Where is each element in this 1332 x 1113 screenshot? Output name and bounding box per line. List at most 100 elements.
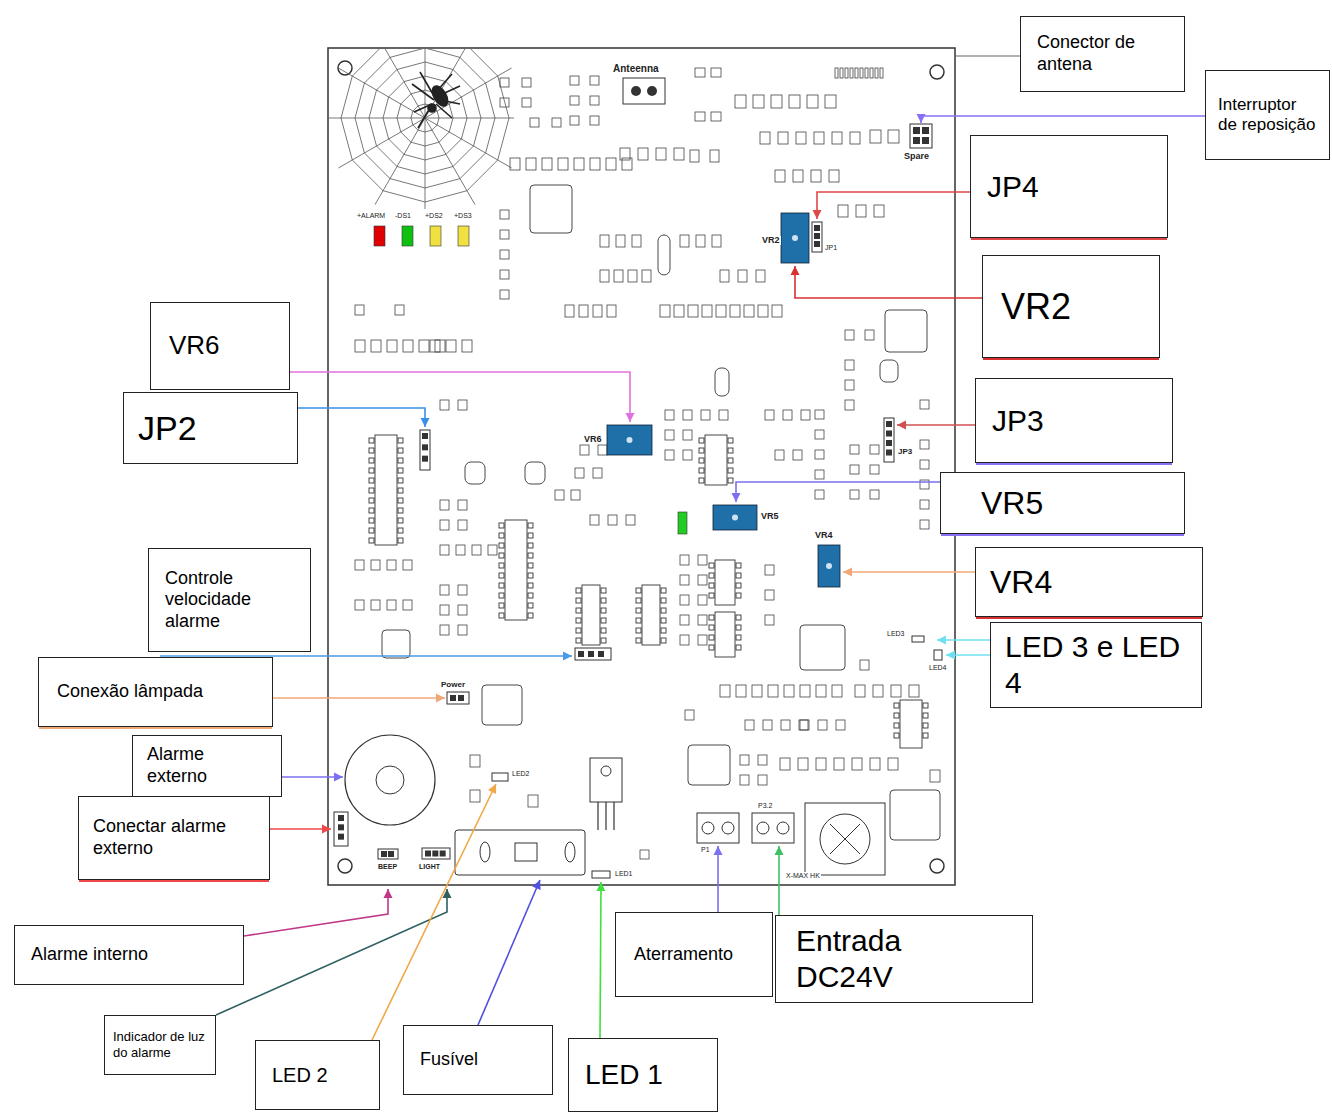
callout-box: Alarme interno	[14, 925, 244, 985]
header-pin	[338, 834, 344, 840]
smd-pad	[632, 235, 641, 247]
fuse-clip	[565, 842, 575, 862]
callout-box: Alarme externo	[132, 735, 282, 797]
smd-pad	[606, 158, 616, 170]
regulator-leg	[613, 802, 614, 830]
dip-pin	[709, 593, 714, 598]
smd-pad	[590, 116, 599, 125]
smd-pad	[371, 560, 380, 570]
header-pin	[814, 225, 820, 231]
spider-web-logo	[329, 49, 514, 209]
leader-line	[717, 846, 719, 912]
leader-arrowhead	[626, 413, 635, 422]
callout-text: JP2	[138, 408, 287, 449]
smd-pad	[850, 490, 859, 499]
smd-pad	[403, 560, 412, 570]
smd-pad	[829, 170, 839, 182]
dip-pin	[728, 478, 733, 483]
switch-pin	[922, 137, 929, 144]
smd-pad	[845, 330, 854, 340]
smd-pad	[850, 132, 860, 144]
dip-pin	[369, 528, 374, 533]
potentiometer	[607, 425, 652, 455]
smd-pad	[760, 132, 770, 144]
dip-pin	[499, 543, 504, 548]
smd-pad	[600, 235, 609, 247]
smd-pad	[558, 158, 568, 170]
smd-pad	[752, 685, 762, 697]
callout-text: Interruptor de reposição	[1218, 95, 1319, 136]
smd-pad	[763, 720, 772, 730]
leader-arrowhead	[596, 882, 605, 891]
dip-pin	[736, 625, 741, 630]
header-pin	[381, 851, 387, 857]
callout-box: Conexão lâmpada	[38, 657, 273, 727]
header-pin	[388, 851, 394, 857]
buzzer-center	[376, 766, 404, 794]
dip-pin	[576, 628, 581, 633]
transistor-outline	[525, 462, 545, 484]
leader-arrowhead	[714, 846, 723, 855]
smd-pad	[500, 270, 509, 279]
smd-pad	[640, 850, 649, 859]
connector-pin	[631, 86, 641, 96]
web-ring	[341, 49, 509, 202]
smd-pad	[736, 685, 746, 697]
mounting-hole	[338, 61, 352, 75]
smd-pad	[768, 685, 778, 697]
smd-pad	[458, 625, 467, 635]
smd-pad	[698, 555, 707, 565]
callout-text: Conector de antena	[1037, 32, 1174, 75]
callout-box: Conectar alarme externo	[78, 796, 270, 880]
smd-pad	[807, 95, 818, 108]
dip-pin	[661, 618, 666, 623]
pin-header	[812, 222, 822, 252]
leader-line	[372, 784, 496, 1040]
fuse-holder	[455, 830, 585, 875]
dip-pin	[699, 438, 704, 443]
smd-pad	[852, 758, 862, 770]
dip-pin	[576, 598, 581, 603]
smd-pad	[371, 600, 380, 610]
dip-pin	[528, 533, 533, 538]
dip-pin	[601, 628, 606, 633]
silkscreen-label: P1	[700, 846, 711, 853]
smd-pad	[756, 270, 765, 282]
dip-pin	[636, 588, 641, 593]
smd-pad	[698, 635, 707, 645]
smd-pad	[920, 520, 929, 529]
dip-pin	[636, 598, 641, 603]
smd-pad	[470, 790, 480, 802]
smd-pad	[680, 555, 689, 565]
smd-pad	[440, 520, 449, 530]
smd-pad	[875, 68, 878, 78]
dip-pin	[894, 713, 899, 718]
web-strand	[338, 68, 425, 118]
fuse-clip	[480, 842, 490, 862]
dip-pin	[736, 573, 741, 578]
silkscreen-label: +DS2	[424, 212, 444, 219]
large-component	[382, 630, 410, 658]
header-pin	[338, 815, 344, 821]
smd-pad	[674, 148, 684, 160]
callout-box: Conector de antena	[1020, 16, 1185, 92]
switch-pin	[913, 127, 920, 134]
leader-line	[817, 192, 970, 219]
smd-pad	[446, 340, 456, 352]
header-pin	[338, 824, 344, 830]
smd-pad	[528, 795, 538, 807]
dip-pin	[369, 518, 374, 523]
smd-pad	[920, 500, 929, 509]
callout-text: Controle velocidade alarme	[165, 568, 300, 633]
leader-arrowhead	[421, 418, 430, 427]
dip-body	[375, 435, 397, 545]
header-pin	[422, 456, 428, 462]
smd-pad	[888, 758, 898, 770]
dip-pin	[709, 625, 714, 630]
potentiometer-screw	[732, 515, 738, 521]
smd-pad	[665, 430, 674, 440]
dip-pin	[398, 498, 403, 503]
smd-pad	[695, 112, 705, 121]
web-ring	[355, 49, 495, 188]
spider-leg	[420, 72, 434, 96]
